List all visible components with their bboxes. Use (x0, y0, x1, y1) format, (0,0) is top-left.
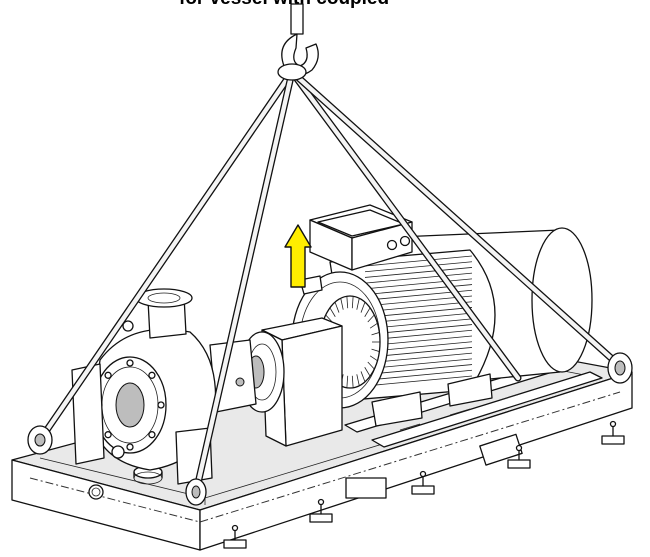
nameplate-2 (479, 433, 523, 466)
flange-rib (360, 371, 366, 382)
flange-rib (325, 314, 333, 323)
coupling-guard (209, 317, 343, 447)
diagram-caption: for vessel with coupled (179, 0, 389, 9)
flange-rib (346, 296, 349, 309)
nameplate-1 (345, 477, 387, 499)
lift-direction-arrow (284, 224, 312, 288)
flange-bolt (157, 401, 165, 409)
flange-bolt (126, 359, 134, 367)
cooling-fin (364, 272, 473, 284)
flange-rib (329, 307, 336, 317)
flange-rib (371, 332, 380, 336)
flange-rib (369, 355, 378, 362)
flange-bolt (104, 371, 112, 379)
flange-rib (367, 314, 375, 323)
leveling-feet (223, 420, 625, 549)
cooling-fin (364, 375, 473, 387)
flange-bolt (104, 431, 112, 439)
cooling-fin (364, 278, 473, 290)
cooling-fin (364, 255, 473, 267)
flange-bolt (148, 431, 156, 439)
flange-rib (356, 374, 360, 386)
flange-rib (369, 322, 378, 329)
flange-rib (346, 375, 349, 388)
cooling-fin (364, 369, 473, 381)
centrifugal-pump (71, 288, 217, 485)
flange-rib (356, 298, 360, 310)
flange-rib (364, 307, 371, 317)
flange-rib (367, 361, 375, 370)
cooling-fin (364, 295, 473, 307)
flange-rib (334, 302, 340, 313)
flange-rib (351, 375, 354, 388)
flange-rib (371, 348, 380, 352)
flange-bolt (148, 371, 156, 379)
flange-rib (340, 298, 344, 310)
flange-bolt (126, 443, 134, 451)
cooling-fin (364, 261, 473, 273)
flange-rib (351, 296, 354, 309)
crane-hook (277, 3, 319, 81)
flange-rib (360, 302, 366, 313)
flange-rib (364, 367, 371, 377)
cooling-fin (364, 267, 473, 278)
lifting-gear (27, 3, 633, 506)
